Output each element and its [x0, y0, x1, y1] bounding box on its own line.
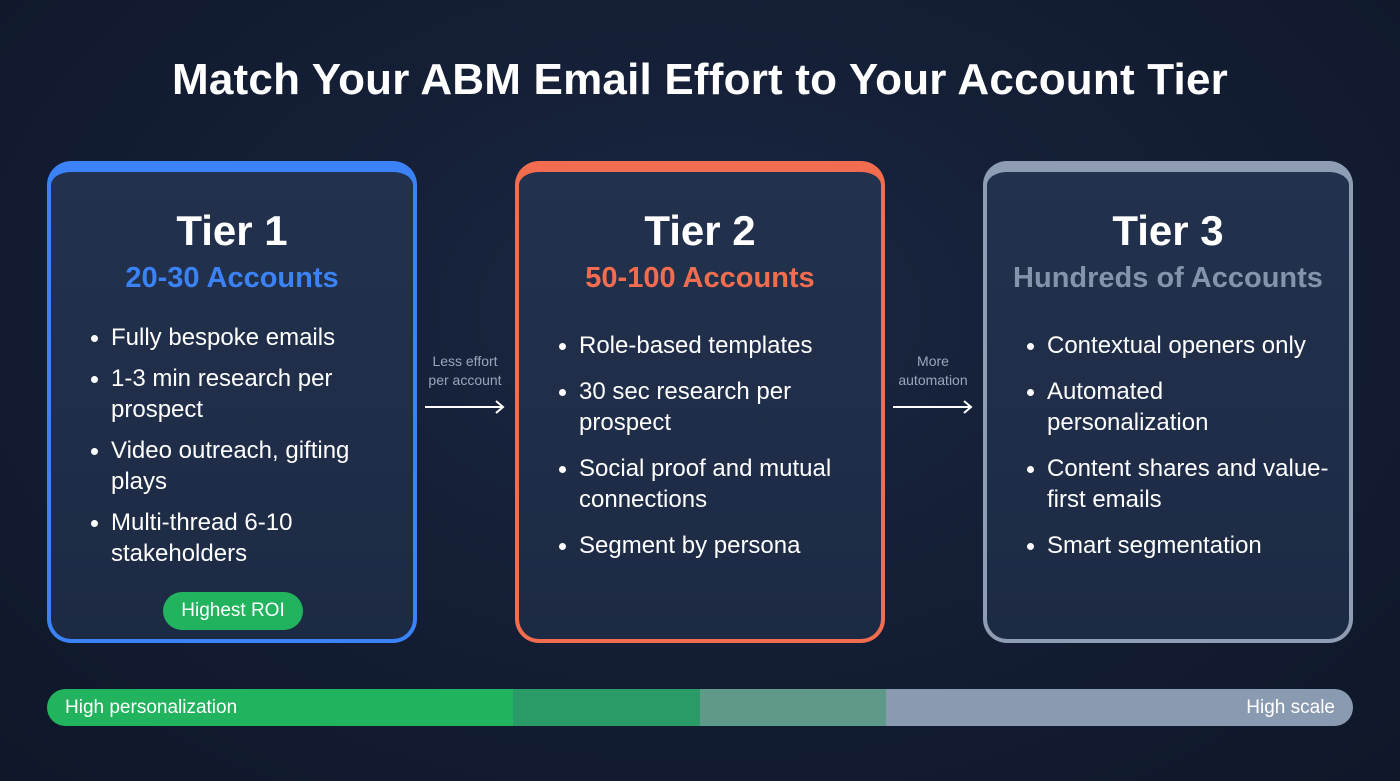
highest-roi-badge: Highest ROI — [163, 592, 303, 630]
tier-2-title: Tier 2 — [644, 207, 756, 254]
list-item: Role-based templates — [559, 330, 861, 361]
arrow-right-icon — [425, 400, 505, 414]
page-title: Match Your ABM Email Effort to Your Acco… — [172, 55, 1228, 104]
arrow-right-icon — [893, 400, 973, 414]
connector-label: Less effort — [432, 353, 498, 369]
connector-label: automation — [898, 372, 968, 388]
tier-3-card: Tier 3 Hundreds of Accounts Contextual o… — [983, 161, 1353, 643]
tier-1-accounts: 20-30 Accounts — [125, 262, 339, 294]
connector-label: More — [917, 353, 949, 369]
tier-3-title: Tier 3 — [1112, 207, 1224, 254]
connector-more-automation: More automation — [888, 352, 978, 414]
connector-label: per account — [428, 372, 502, 388]
scale-left-label: High personalization — [65, 697, 238, 718]
tier-1-title: Tier 1 — [176, 207, 288, 254]
scale-segment-tier-2 — [700, 689, 886, 726]
scale-segment-tier-1-2 — [513, 689, 700, 726]
tier-2-accounts: 50-100 Accounts — [585, 262, 815, 294]
list-item: Automated personalization — [1027, 376, 1329, 438]
tier-3-accounts: Hundreds of Accounts — [1013, 262, 1323, 294]
tier-1-card: Tier 1 20-30 Accounts Fully bespoke emai… — [47, 161, 417, 643]
list-item: Smart segmentation — [1027, 530, 1329, 561]
tier-1-bullet-list: Fully bespoke emails 1-3 min research pe… — [91, 322, 393, 579]
list-item: Multi-thread 6-10 stakeholders — [91, 507, 393, 569]
list-item: Social proof and mutual connections — [559, 453, 861, 515]
list-item: 30 sec research per prospect — [559, 376, 861, 438]
list-item: Segment by persona — [559, 530, 861, 561]
list-item: Fully bespoke emails — [91, 322, 393, 353]
list-item: Contextual openers only — [1027, 330, 1329, 361]
tier-2-card: Tier 2 50-100 Accounts Role-based templa… — [515, 161, 885, 643]
connector-less-effort: Less effort per account — [420, 352, 510, 414]
tier-3-bullet-list: Contextual openers only Automated person… — [1027, 330, 1329, 576]
scale-segment-scale — [886, 689, 1353, 726]
tier-2-bullet-list: Role-based templates 30 sec research per… — [559, 330, 861, 576]
scale-right-label: High scale — [1246, 697, 1335, 718]
list-item: Video outreach, gifting plays — [91, 435, 393, 497]
list-item: 1-3 min research per prospect — [91, 363, 393, 425]
list-item: Content shares and value-first emails — [1027, 453, 1329, 515]
scale-segment-personalization — [47, 689, 513, 726]
personalization-scale-bar — [47, 689, 1353, 726]
